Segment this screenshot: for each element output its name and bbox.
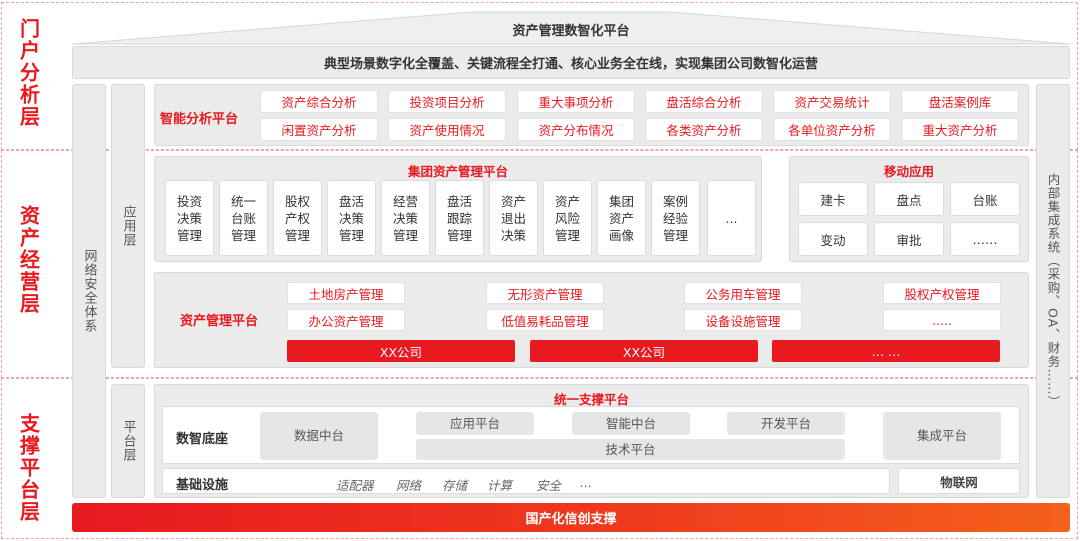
group-module[interactable]: 投资决策管理 [165,180,214,256]
platform-layer-label: 平台层 [120,420,136,462]
group-module[interactable]: 资产退出决策 [489,180,538,256]
asset-item[interactable]: 设备设施管理 [684,309,802,331]
asset-platform-title: 资产管理平台 [180,314,259,329]
analysis-item[interactable]: 投资项目分析 [388,90,506,113]
subtitle-text: 典型场景数字化全覆盖、关键流程全打通、核心业务全在线，实现集团公司数智化运营 [323,57,818,72]
smart-center-box[interactable]: 智能中台 [572,412,690,435]
dev-platform-box[interactable]: 开发平台 [727,412,845,435]
subtitle-bar: 典型场景数字化全覆盖、关键流程全打通、核心业务全在线，实现集团公司数智化运营 [72,46,1070,79]
iot-box[interactable]: 物联网 [898,468,1020,494]
group-module-label: 资产退出决策 [500,193,526,243]
mobile-item[interactable]: 建卡 [798,182,868,216]
infra-item: 网络 [396,478,422,493]
infra-item: ... [580,475,592,490]
infra-label: 基础设施 [176,478,229,493]
layer-label-operation: 资产经营层 [16,205,41,315]
mobile-item[interactable]: 变动 [798,222,868,256]
infra-panel [162,468,890,494]
group-module[interactable]: 盘活决策管理 [327,180,376,256]
group-module-label: 投资决策管理 [176,193,202,243]
company-bar[interactable]: XX公司 [287,340,515,362]
group-module-label: 股权产权管理 [284,193,310,243]
analysis-item[interactable]: 闲置资产分析 [260,118,378,141]
group-module[interactable]: 盘活跟踪管理 [435,180,484,256]
roof-title: 资产管理数智化平台 [512,24,630,39]
app-layer-column: 应用层 [111,84,145,368]
operation-layer-border [1,150,1078,378]
roof-shape [72,11,1070,45]
asset-item[interactable]: 无形资产管理 [486,282,604,304]
analysis-item[interactable]: 资产使用情况 [388,118,506,141]
asset-item[interactable]: 股权产权管理 [883,282,1001,304]
security-label: 网络安全体系 [81,249,97,333]
internal-column: 内部集成系统（采购、OA、财务……） [1036,84,1070,498]
group-module-label: 集团资产画像 [608,193,634,243]
mobile-item[interactable]: 审批 [874,222,944,256]
analysis-item[interactable]: 各类资产分析 [645,118,763,141]
infra-item: 存储 [442,478,468,493]
group-module[interactable]: 经营决策管理 [381,180,430,256]
footer-text: 国产化信创支撑 [525,512,617,527]
layer-label-portal: 门户分析层 [16,18,41,128]
analysis-item[interactable]: 盘活案例库 [901,90,1019,113]
iot-label: 物联网 [940,474,978,490]
digital-base-label: 数智底座 [176,432,229,447]
group-module-label: 资产风险管理 [554,193,580,243]
group-module-label: ... [725,210,738,226]
support-platform-title: 统一支撑平台 [553,392,629,407]
analysis-item[interactable]: 盘活综合分析 [645,90,763,113]
group-module[interactable]: 股权产权管理 [273,180,322,256]
analysis-item[interactable]: 资产综合分析 [260,90,378,113]
analysis-title: 智能分析平台 [160,112,239,127]
group-module[interactable]: 资产风险管理 [543,180,592,256]
company-bar[interactable]: … … [772,340,1000,362]
mobile-title: 移动应用 [883,164,934,179]
group-module[interactable]: ... [707,180,756,256]
portal-layer-border [1,2,1078,150]
analysis-item[interactable]: 重大资产分析 [901,118,1019,141]
group-module-label: 盘活跟踪管理 [446,193,472,243]
asset-item[interactable]: 公务用车管理 [684,282,802,304]
mobile-item[interactable]: 台账 [950,182,1020,216]
group-module[interactable]: 集团资产画像 [597,180,646,256]
layer-label-support: 支撑平台层 [16,413,41,523]
company-bar[interactable]: XX公司 [530,340,758,362]
internal-label: 内部集成系统（采购、OA、财务……） [1045,172,1061,410]
integration-box[interactable]: 集成平台 [883,412,1001,460]
asset-item[interactable]: 土地房产管理 [287,282,405,304]
group-platform-title: 集团资产管理平台 [407,164,508,179]
analysis-item[interactable]: 资产分布情况 [517,118,635,141]
group-module-label: 统一台账管理 [230,193,256,243]
data-center-box[interactable]: 数据中台 [260,412,378,460]
asset-item[interactable]: ..... [883,309,1001,331]
security-column: 网络安全体系 [72,84,106,498]
app-layer-label: 应用层 [120,205,136,247]
footer-bar: 国产化信创支撑 [72,503,1070,532]
group-module-label: 盘活决策管理 [338,193,364,243]
platform-layer-column: 平台层 [111,384,145,498]
asset-item[interactable]: 低值易耗品管理 [486,309,604,331]
app-platform-box[interactable]: 应用平台 [416,412,534,435]
asset-item[interactable]: 办公资产管理 [287,309,405,331]
group-module-label: 案例经验管理 [662,193,688,243]
support-layer-border [1,378,1078,539]
mobile-item[interactable]: …… [950,222,1020,256]
group-module-label: 经营决策管理 [392,193,418,243]
group-module[interactable]: 统一台账管理 [219,180,268,256]
infra-item: 计算 [487,478,513,493]
analysis-item[interactable]: 重大事项分析 [517,90,635,113]
group-module[interactable]: 案例经验管理 [651,180,700,256]
tech-platform-box[interactable]: 技术平台 [416,439,845,460]
infra-item: 适配器 [336,478,374,493]
analysis-item[interactable]: 各单位资产分析 [773,118,891,141]
analysis-item[interactable]: 资产交易统计 [773,90,891,113]
infra-item: 安全 [536,478,562,493]
mobile-item[interactable]: 盘点 [874,182,944,216]
